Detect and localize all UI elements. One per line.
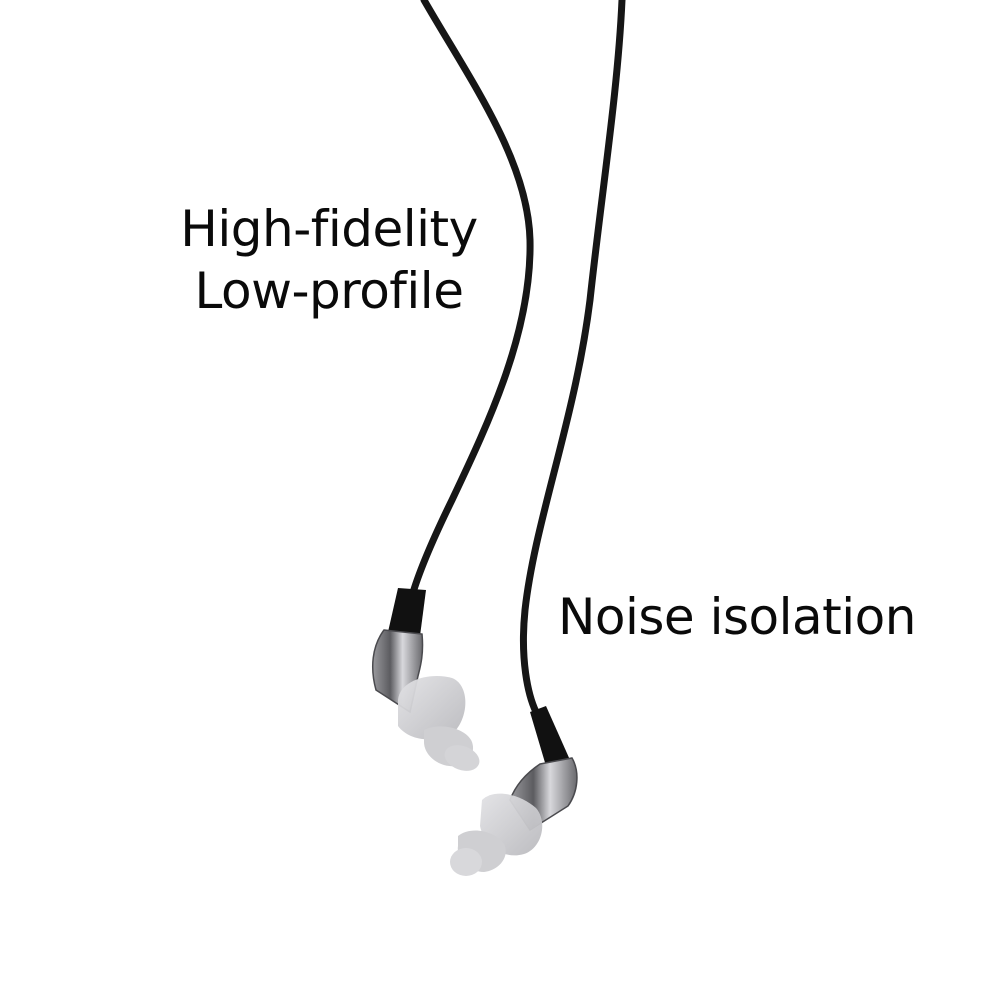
right-eartip-nozzle — [450, 848, 482, 876]
caption-low-profile: Low-profile — [194, 262, 464, 320]
left-earbud — [371, 588, 480, 771]
right-cable — [519, 0, 626, 716]
left-eartip-nozzle — [444, 745, 480, 771]
right-strain-relief — [530, 706, 570, 766]
left-eartip-outer — [398, 676, 466, 740]
caption-noise-isolation: Noise isolation — [558, 588, 916, 646]
left-cable — [408, 0, 534, 600]
right-earbud — [450, 706, 578, 876]
left-strain-relief — [388, 588, 426, 636]
caption-high-fidelity: High-fidelity — [180, 200, 478, 258]
feature-caption-left: High-fidelity Low-profile — [164, 198, 494, 322]
